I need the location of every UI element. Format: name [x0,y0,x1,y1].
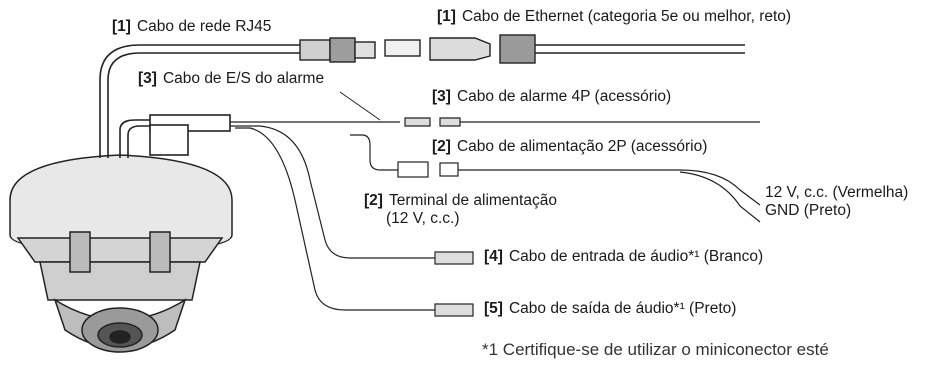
power-2p-label: [2]Cabo de alimentação 2P (acessório) [432,138,708,155]
rj45-label: [1]Cabo de rede RJ45 [112,18,272,35]
dome-camera [9,154,233,353]
audio-in-label: [4]Cabo de entrada de áudio*¹ (Branco) [484,248,764,265]
ethernet-label: [1]Cabo de Ethernet (categoria 5e ou mel… [437,8,792,25]
alarm-io-label: [3]Cabo de E/S do alarme [138,70,325,87]
rj45-connector [299,37,376,63]
audio-out-label: [5]Cabo de saída de áudio*¹ (Preto) [484,300,737,317]
v12-label: 12 V, c.c. (Vermelha) [765,184,909,201]
footnote: *1 Certifique-se de utilizar o miniconec… [482,340,829,359]
ethernet-plug [384,34,536,64]
power-terminal-voltage: (12 V, c.c.) [386,210,460,227]
alarm-4p-label: [3]Cabo de alarme 4P (acessório) [432,88,672,105]
power-terminal-label: [2]Terminal de alimentação [364,192,557,209]
gnd-label: GND (Preto) [765,202,852,219]
